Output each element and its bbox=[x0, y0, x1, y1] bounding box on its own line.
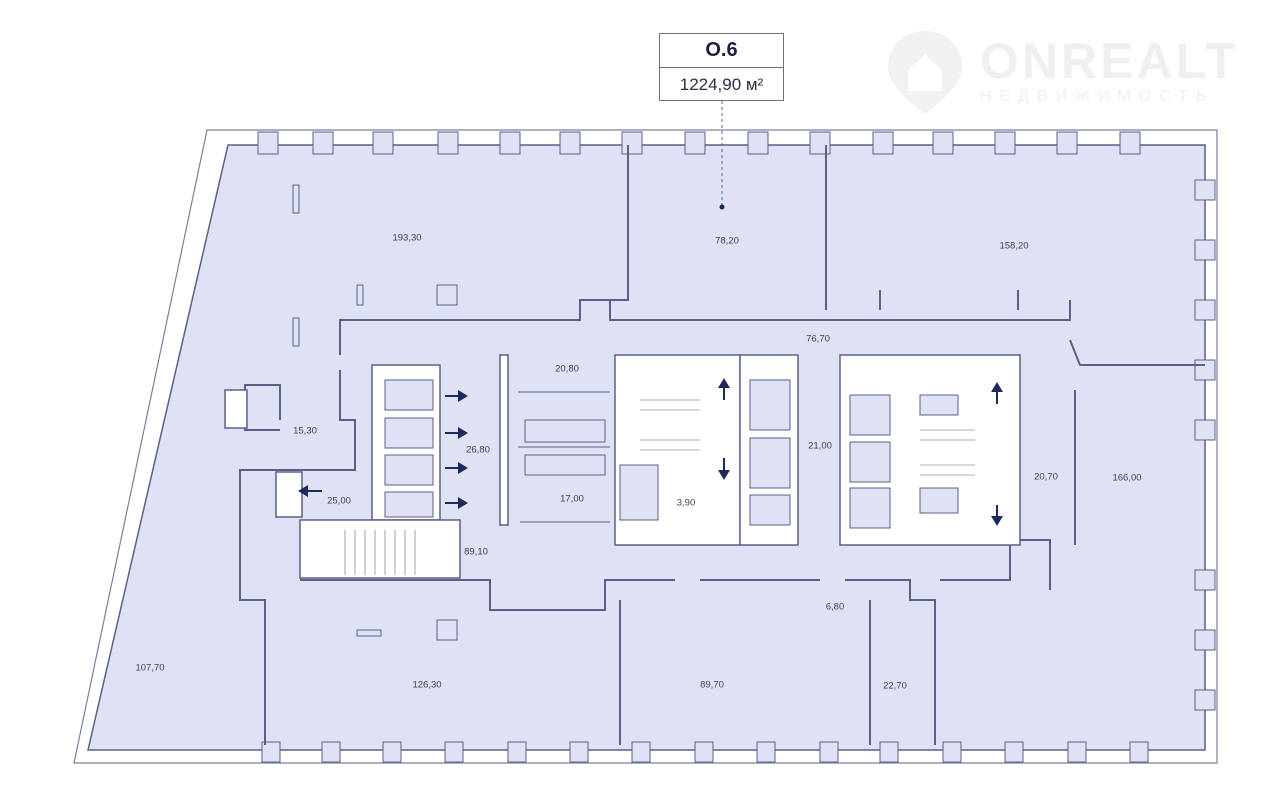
room-area-label: 193,30 bbox=[392, 232, 422, 244]
room-area-label: 76,70 bbox=[806, 333, 830, 345]
lift-shafts bbox=[384, 379, 959, 529]
room-area-label: 107,70 bbox=[135, 662, 165, 674]
room-area-label: 166,00 bbox=[1112, 472, 1142, 484]
room-area-label: 20,80 bbox=[555, 363, 579, 375]
restroom-fixtures bbox=[518, 391, 610, 523]
room-area-label: 15,30 bbox=[293, 425, 317, 437]
room-area-label: 21,00 bbox=[808, 440, 832, 452]
unit-area: 1224,90 м² bbox=[679, 75, 764, 94]
evacuation-arrows bbox=[298, 378, 1003, 526]
room-area-label: 20,70 bbox=[1034, 471, 1058, 483]
watermark-name: ONREALT bbox=[980, 33, 1239, 89]
room-area-label: 22,70 bbox=[883, 680, 907, 692]
room-area-label: 17,00 bbox=[560, 493, 584, 505]
home-pin-icon bbox=[888, 31, 962, 114]
room-area-label: 158,20 bbox=[999, 240, 1029, 252]
room-area-label: 6,80 bbox=[825, 601, 845, 613]
unit-id: O.6 bbox=[660, 34, 783, 68]
partition-walls bbox=[239, 145, 1205, 745]
room-area-label: 89,70 bbox=[700, 679, 724, 691]
unit-marker bbox=[719, 204, 725, 210]
stairs bbox=[344, 399, 975, 575]
unit-info-box[interactable]: O.6 1224,90 м² bbox=[659, 33, 784, 101]
room-area-label: 89,10 bbox=[464, 546, 488, 558]
columns bbox=[257, 131, 1216, 763]
watermark-logo: ONREALT НЕДВИЖИМОСТЬ bbox=[880, 26, 1250, 116]
room-area-label: 126,30 bbox=[412, 679, 442, 691]
room-area-label: 3,90 bbox=[676, 497, 696, 509]
room-area-label: 78,20 bbox=[715, 235, 739, 247]
watermark-subtitle: НЕДВИЖИМОСТЬ bbox=[980, 88, 1215, 105]
room-area-label: 25,00 bbox=[327, 495, 351, 507]
room-area-label: 26,80 bbox=[466, 444, 490, 456]
